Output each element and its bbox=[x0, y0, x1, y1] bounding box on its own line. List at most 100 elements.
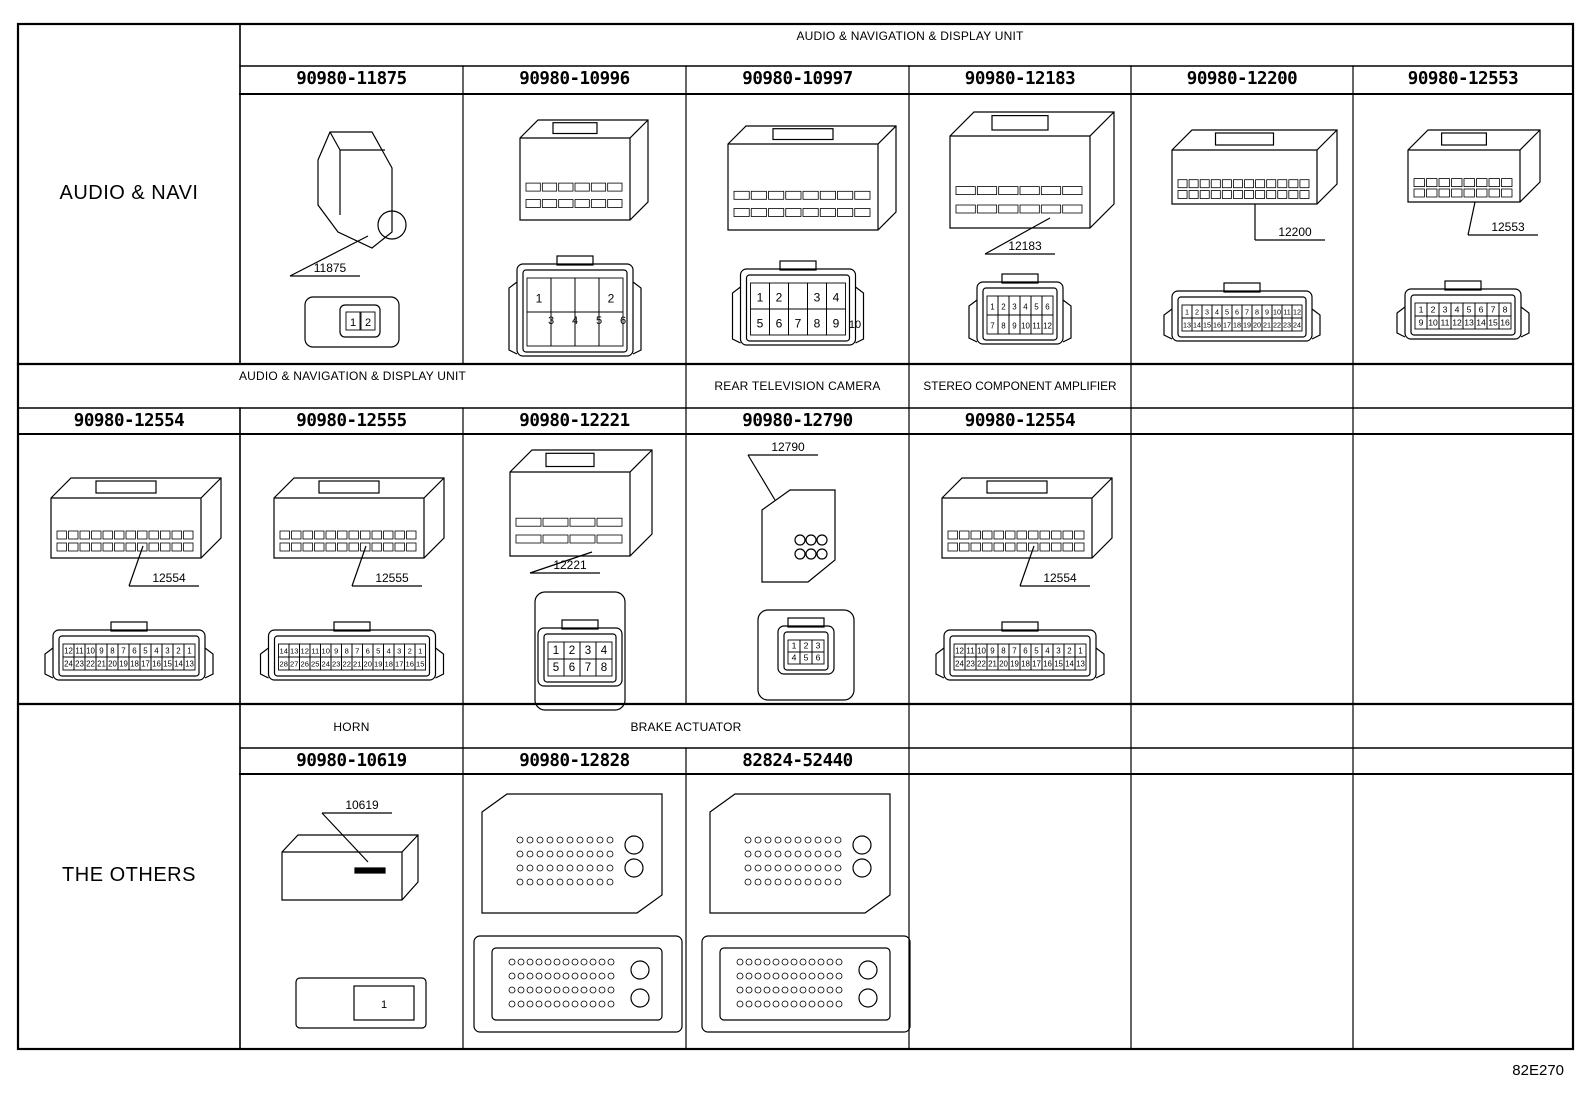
terminal-cavity bbox=[589, 958, 597, 966]
terminal-slot bbox=[1210, 179, 1221, 189]
terminal-slot bbox=[955, 186, 976, 196]
terminal-slot bbox=[1233, 190, 1243, 199]
pin-number: 3 bbox=[585, 645, 591, 657]
terminal-cavity bbox=[754, 972, 762, 980]
pin-cell bbox=[360, 311, 376, 331]
terminal-cavity bbox=[556, 836, 564, 844]
connector-edge bbox=[510, 449, 653, 556]
pin-cell bbox=[414, 656, 426, 671]
pin-number: 2 bbox=[569, 645, 575, 657]
terminal-slot bbox=[1266, 190, 1277, 199]
terminal-cavity bbox=[536, 878, 544, 886]
terminal-cavity bbox=[526, 836, 534, 844]
leader-line bbox=[128, 545, 144, 587]
pin-number: 20 bbox=[364, 659, 372, 668]
terminal-cavity bbox=[589, 986, 597, 994]
connector-latch bbox=[991, 114, 1049, 131]
part-number: 90980-12553 bbox=[1407, 69, 1519, 89]
terminal-cavity bbox=[576, 864, 584, 872]
pin-number: 21 bbox=[97, 659, 106, 668]
terminal-cavity bbox=[589, 972, 597, 980]
leader-line bbox=[984, 217, 1051, 255]
pin-number: 10 bbox=[86, 646, 95, 655]
pin-number: 11 bbox=[966, 646, 975, 655]
terminal-cavity bbox=[598, 1000, 606, 1008]
connector-latch bbox=[986, 480, 1048, 494]
pin-number: 18 bbox=[1233, 320, 1241, 329]
connector-body bbox=[709, 793, 891, 914]
terminal-cavity bbox=[835, 986, 843, 994]
pin-number: 26 bbox=[301, 659, 309, 668]
pin-number: 8 bbox=[1001, 322, 1006, 331]
pin-number: 8 bbox=[814, 317, 821, 331]
connector-ear bbox=[968, 299, 978, 343]
terminal-cavity bbox=[535, 958, 543, 966]
terminal-cavity bbox=[794, 548, 806, 560]
connector-edge bbox=[1172, 129, 1338, 204]
pin-number: 19 bbox=[119, 659, 128, 668]
terminal-slot bbox=[837, 208, 854, 217]
pin-number: 7 bbox=[1012, 646, 1016, 655]
connector-housing bbox=[304, 296, 400, 348]
terminal-cavity bbox=[535, 972, 543, 980]
terminal-cavity bbox=[544, 986, 552, 994]
terminal-slot bbox=[1028, 530, 1039, 540]
connector-tag: 11875 bbox=[314, 261, 347, 275]
terminal-cavity bbox=[826, 1000, 834, 1008]
terminal-slot bbox=[998, 186, 1019, 196]
pin-number: 8 bbox=[1503, 304, 1508, 314]
terminal-large bbox=[630, 988, 650, 1008]
terminal-cavity bbox=[781, 972, 789, 980]
terminal-slot bbox=[558, 182, 574, 192]
terminal-slot bbox=[733, 208, 750, 217]
pin-number: 3 bbox=[1443, 304, 1448, 314]
pin-cell bbox=[595, 658, 613, 677]
terminal-slot bbox=[148, 530, 159, 540]
terminal-cavity bbox=[607, 1000, 615, 1008]
terminal-slot bbox=[291, 542, 302, 552]
connector-body bbox=[281, 834, 419, 901]
connector-body bbox=[50, 477, 222, 559]
leader-line bbox=[529, 551, 593, 574]
pin-number: 3 bbox=[1012, 303, 1017, 312]
pin-number: 11 bbox=[311, 646, 319, 655]
pin-number: 10 bbox=[1273, 307, 1281, 316]
leader-line bbox=[1019, 545, 1035, 587]
terminal-cavity bbox=[781, 958, 789, 966]
terminal-slot bbox=[1426, 178, 1438, 188]
connector-latch bbox=[1001, 273, 1039, 284]
terminal-cavity bbox=[814, 878, 822, 886]
connector-ear bbox=[855, 286, 865, 344]
terminal-cavity bbox=[596, 836, 604, 844]
terminal-cavity bbox=[546, 850, 554, 858]
terminal-cavity bbox=[566, 878, 574, 886]
pin-number: 17 bbox=[1032, 659, 1041, 668]
connector-frame bbox=[783, 631, 829, 671]
terminal-cavity bbox=[794, 836, 802, 844]
terminal-slot bbox=[993, 530, 1004, 540]
terminal-cavity bbox=[596, 878, 604, 886]
terminal-slot bbox=[837, 190, 854, 200]
connector-housing bbox=[1171, 290, 1313, 342]
pin-number: 12 bbox=[64, 646, 73, 655]
connector-ear bbox=[1163, 308, 1173, 340]
connector-latch bbox=[1214, 132, 1275, 146]
terminal-cavity bbox=[781, 1000, 789, 1008]
terminal-cavity bbox=[736, 958, 744, 966]
terminal-cavity bbox=[799, 1000, 807, 1008]
terminal-cavity bbox=[763, 1000, 771, 1008]
terminal-cavity bbox=[817, 1000, 825, 1008]
terminal-slot bbox=[56, 530, 67, 540]
pin-number: 10 bbox=[1428, 317, 1438, 327]
terminal-cavity bbox=[526, 972, 534, 980]
pin-number: 11 bbox=[1283, 307, 1290, 316]
terminal-slot bbox=[541, 182, 558, 192]
part-number: 90980-12221 bbox=[519, 411, 630, 431]
pin-number: 11 bbox=[75, 646, 84, 655]
terminal-slot bbox=[79, 530, 90, 540]
connector-edge bbox=[520, 119, 649, 220]
connector-ear bbox=[731, 286, 741, 344]
